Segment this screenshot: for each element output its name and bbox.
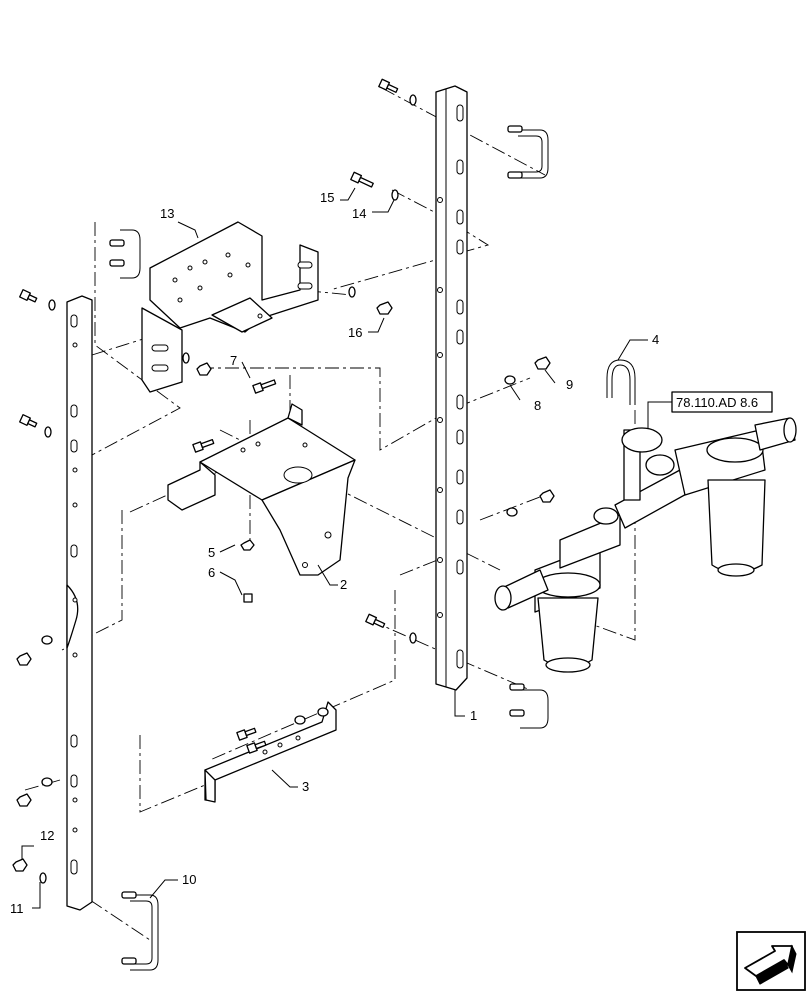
callout-14: 14 xyxy=(352,206,366,221)
nut-bracket13 xyxy=(196,362,212,376)
callout-2: 2 xyxy=(340,577,347,592)
reference-label: 78.110.AD 8.6 xyxy=(676,395,758,410)
callout-labels: 1 2 3 4 5 6 7 8 9 10 11 12 13 14 15 16 xyxy=(10,187,659,916)
nut-5 xyxy=(240,539,255,551)
upright-channel xyxy=(435,85,468,691)
callout-1: 1 xyxy=(470,708,477,723)
nut-9 xyxy=(534,356,551,370)
reference-callout[interactable]: 78.110.AD 8.6 xyxy=(647,391,773,428)
callout-16: 16 xyxy=(348,325,362,340)
left-strap xyxy=(66,295,93,911)
nut-left-b xyxy=(16,793,32,807)
bolt-top xyxy=(378,78,399,93)
callout-13: 13 xyxy=(160,206,174,221)
callout-8: 8 xyxy=(534,398,541,413)
bolt-left-top xyxy=(19,289,38,303)
callout-5: 5 xyxy=(208,545,215,560)
bolt-3a xyxy=(236,727,257,741)
callout-10: 10 xyxy=(182,872,196,887)
callout-7: 7 xyxy=(230,353,237,368)
fasteners xyxy=(12,78,555,884)
nut-16 xyxy=(376,301,393,315)
next-page-arrow-icon[interactable] xyxy=(736,931,806,991)
nut-mid-right xyxy=(539,489,555,503)
bolt-lower xyxy=(365,613,386,628)
nut-left-a xyxy=(16,652,32,666)
bolt-left-mid xyxy=(19,414,38,428)
callout-4: 4 xyxy=(652,332,659,347)
shelf-bracket xyxy=(167,403,356,576)
lower-bracket xyxy=(204,701,337,803)
callout-12: 12 xyxy=(40,828,54,843)
bolt-3b xyxy=(246,740,267,754)
callout-9: 9 xyxy=(566,377,573,392)
u-bolts xyxy=(109,125,636,971)
callout-6: 6 xyxy=(208,565,215,580)
bolt-6 xyxy=(243,593,253,603)
bolt-15 xyxy=(350,171,374,188)
bolt-7 xyxy=(252,379,277,394)
callout-11: 11 xyxy=(10,901,24,916)
upper-mount-bracket xyxy=(141,221,319,393)
filter-assembly xyxy=(494,417,797,673)
nut-12 xyxy=(12,858,28,872)
callout-15: 15 xyxy=(320,190,334,205)
upright-slots xyxy=(437,104,464,669)
bolt-mid xyxy=(192,438,215,453)
callout-3: 3 xyxy=(302,779,309,794)
